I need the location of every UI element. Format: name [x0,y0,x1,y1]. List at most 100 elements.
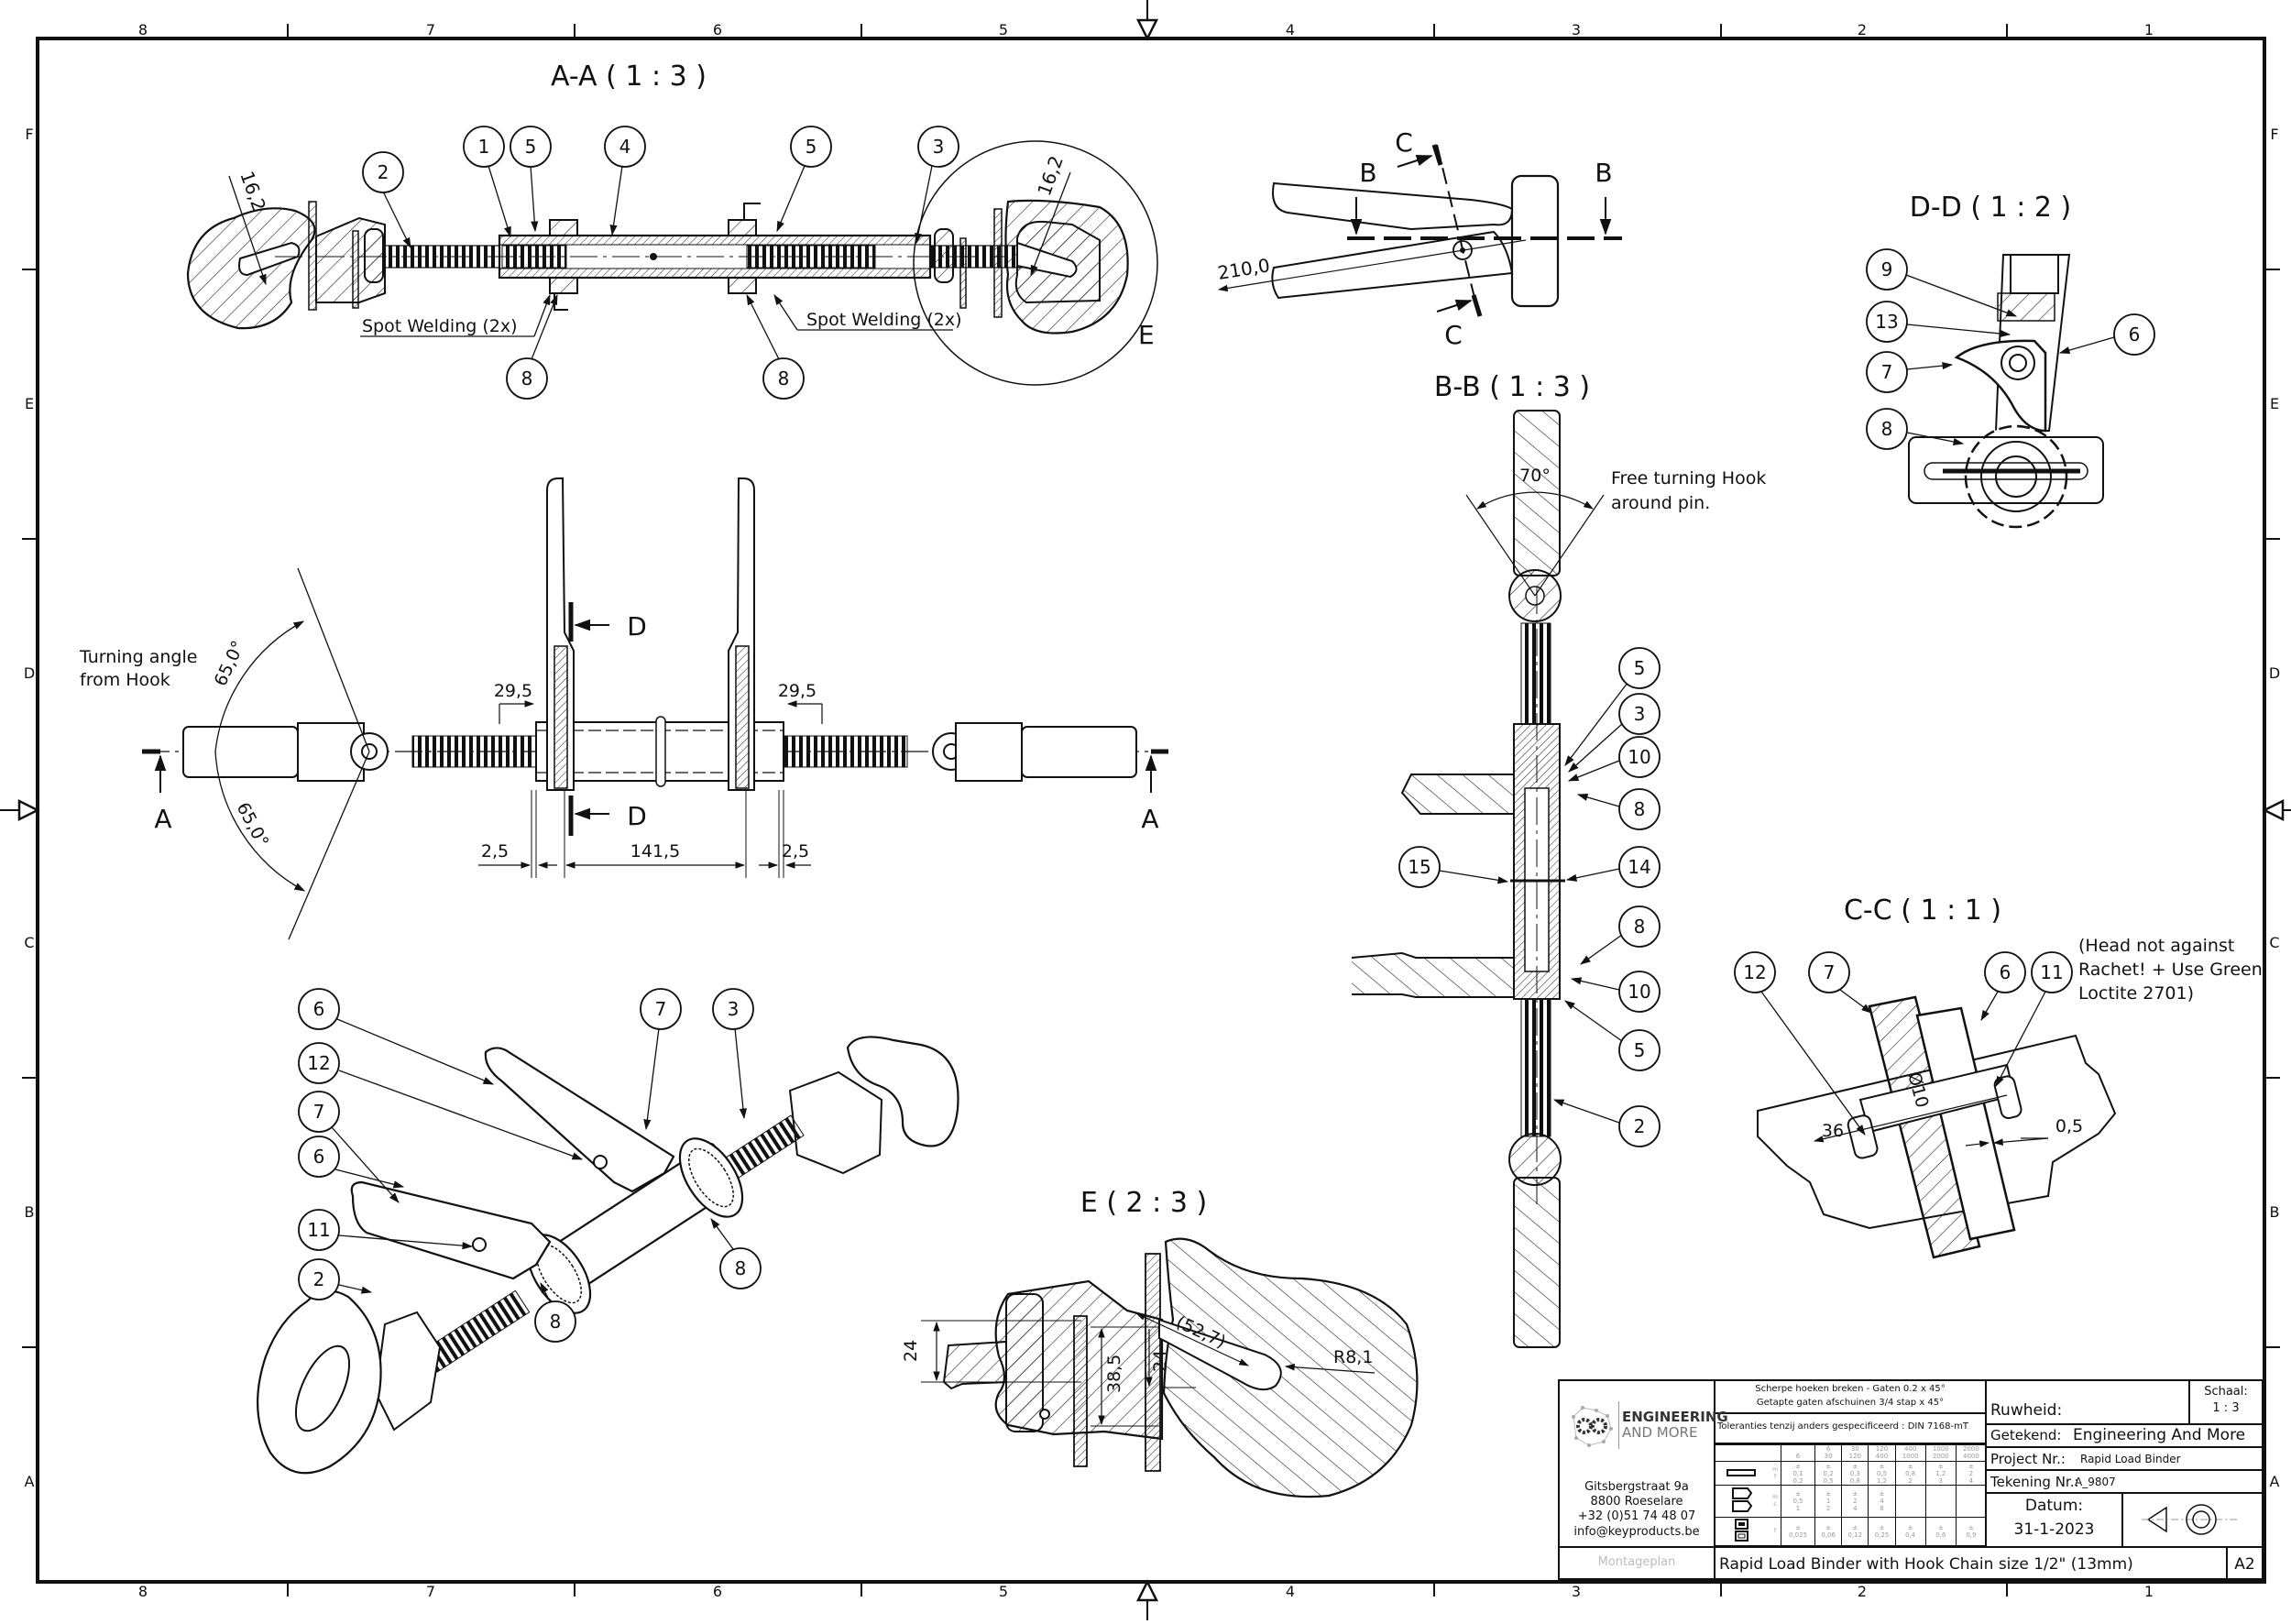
nut-left-bottom [549,277,578,294]
scale-value: 1 : 3 [2212,1401,2240,1415]
frame-column-label-top: 1 [2144,21,2154,38]
item-balloon: 2 [1552,1099,1661,1147]
cc-pawl [1868,995,1981,1259]
detail-e-circle [913,140,1158,386]
front-right-thread [783,735,908,768]
title-block: ENGINEERING AND MORE Gitsbergstraat 9a 8… [1558,1379,2264,1580]
item-balloon: 8 [1580,905,1661,965]
company-logo: ENGINEERING AND MORE [1569,1401,1728,1456]
ratchet-wheel-edge [1510,174,1560,308]
item-balloon: 8 [534,1281,576,1343]
address-email: info@keyproducts.be [1573,1525,1700,1539]
project-number-value: Rapid Load Binder [2080,1453,2181,1465]
bb-lower-handle [1351,951,1515,998]
frame-column-label-bottom: 6 [713,1583,722,1600]
tolerance-value-cell [1894,1485,1926,1519]
item-balloon: 11 [1995,951,2073,1088]
item-balloon: 7 [298,1091,400,1203]
tolerance-value-cell: ±0,12 [1841,1517,1869,1546]
bb-upper-thread [1520,622,1551,725]
item-balloon: 2 [298,1258,373,1300]
general-note-1: Scherpe hoeken breken - Gaten 0.2 x 45° [1755,1384,1946,1394]
balloon-label: 8 [550,1311,562,1333]
frame-zone-ticks [22,24,2280,1597]
cut-a-left-label: A [154,804,171,834]
balloon-label: 7 [655,998,667,1020]
note-free-turning-1: Free turning Hook [1611,468,1766,488]
nut-right-bottom [728,277,757,294]
item-balloon: 8 [506,293,558,400]
frame-column-label-bottom: 8 [138,1583,148,1600]
note-head-1: (Head not against [2078,936,2234,956]
note-spot-welding-right: Spot Welding (2x) [806,310,962,330]
centering-mark-left [0,798,40,822]
iso-handle-upper [484,1047,675,1193]
item-balloon: 6 [1980,951,2026,1022]
section-d-d-title: D-D ( 1 : 2 ) [1910,192,2071,224]
frame-column-label-bottom: 4 [1286,1583,1295,1600]
item-balloon: 7 [640,988,682,1131]
tolerance-value-cell: ±0,6 [1924,1517,1957,1546]
section-view-c-c: C-C ( 1 : 1 ) 36 Ø10 0,5 (Head not again… [1734,894,2263,1259]
balloon-label: 5 [1634,1039,1646,1061]
balloon-label: 14 [1628,856,1650,878]
dim-overall-length: 210,0 [1216,254,1271,284]
note-turning-angle-1: Turning angle [79,647,197,667]
dim-angle-bottom: 65,0° [233,799,273,850]
dim-right-offset: 29,5 [778,681,817,701]
frame-row-label-right: A [2270,1473,2280,1490]
dim-left-gap: 2,5 [481,841,509,861]
item-balloon: 6 [2058,313,2155,356]
balloon-label: 4 [619,136,631,158]
balloon-label: 12 [307,1052,330,1074]
centering-mark-right [2262,798,2291,822]
balloon-label: 8 [1634,798,1646,820]
section-a-a-title: A-A ( 1 : 3 ) [551,60,707,93]
balloon-label: 7 [1824,961,1836,983]
tolerance-row-form: f±0,025±0,06±0,12±0,25±0,4±0,6±0,9 [1714,1517,1988,1546]
frame-column-label-top: 4 [1286,21,1295,38]
frame-column-label-bottom: 5 [999,1583,1008,1600]
balloon-label: 6 [2129,324,2141,346]
linear-dimension-icon [1726,1468,1756,1476]
address-line-2: 8800 Roeselare [1590,1495,1683,1509]
dim-e-height-right: 24 [1150,1350,1170,1372]
balloon-label: 6 [313,1146,325,1168]
balloon-label: 7 [313,1101,325,1123]
item-balloon: 14 [1565,846,1661,888]
note-head-3: Loctite 2701) [2078,983,2194,1004]
frame-row-label-right: D [2269,664,2280,682]
item-balloon: 4 [604,126,646,236]
address-phone: +32 (0)51 74 48 07 [1577,1509,1696,1523]
note-free-turning-2: around pin. [1611,493,1710,513]
document-type: Montageplan [1597,1555,1676,1569]
frame-row-label-left: E [25,395,34,412]
detail-e-rod [942,1340,1007,1390]
iso-clevis-left [374,1311,442,1432]
frame-row-label-right: E [2270,395,2279,412]
balloon-label: 9 [1881,258,1893,280]
frame-row-label-right: B [2270,1203,2280,1221]
item-balloon: 15 [1398,846,1509,888]
chamfer-icon [1732,1487,1753,1513]
frame-column-label-top: 5 [999,21,1008,38]
balloon-label: 8 [521,368,533,390]
drawing-number-value: A_9807 [2075,1476,2116,1488]
iso-ratchet-ring-right [678,1137,744,1218]
